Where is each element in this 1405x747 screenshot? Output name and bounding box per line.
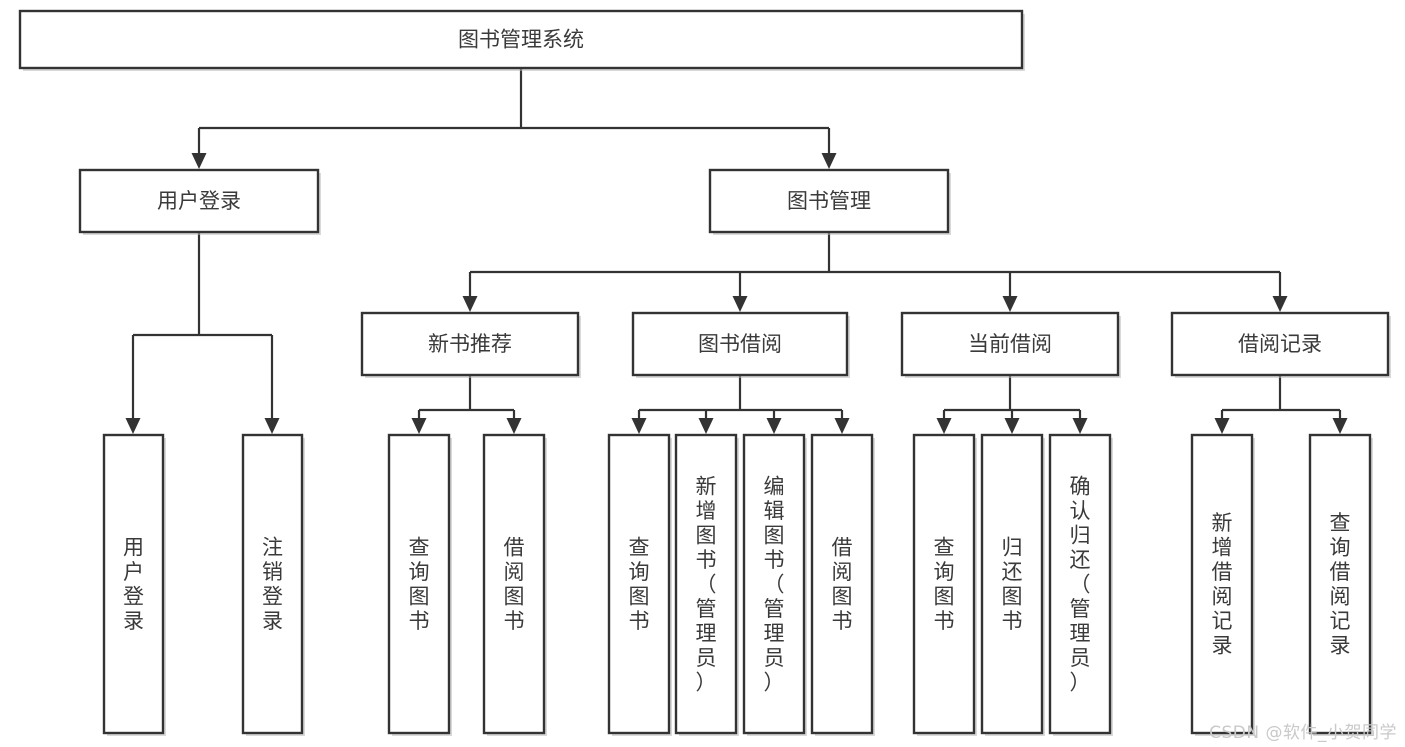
node-leaf-add-book[interactable]: 新增图书（管理员） (674, 433, 739, 736)
node-rect[interactable] (631, 311, 849, 377)
node-new-book-rec[interactable]: 新书推荐 (360, 311, 581, 378)
node-root[interactable]: 图书管理系统 (18, 9, 1025, 71)
node-label: 用户登录 (157, 189, 241, 213)
node-current-borrow[interactable]: 当前借阅 (900, 311, 1121, 378)
node-rect[interactable] (1170, 311, 1390, 377)
node-rect[interactable] (607, 433, 671, 735)
arrow-head-icon (821, 153, 837, 169)
arrow-head-icon (1004, 418, 1020, 434)
node-label: 查询借阅记录 (1330, 511, 1351, 658)
node-leaf-user-login[interactable]: 用户登录 (102, 433, 166, 736)
arrow-head-icon (191, 153, 207, 169)
node-rect[interactable] (900, 311, 1120, 377)
node-label: 查询图书 (629, 536, 650, 634)
node-rect[interactable] (78, 168, 320, 234)
node-rect[interactable] (742, 433, 806, 735)
node-leaf-borrow-book[interactable]: 借阅图书 (810, 433, 875, 736)
arrow-head-icon (462, 296, 478, 312)
node-label: 归还图书 (1002, 536, 1023, 634)
arrow-head-icon (698, 418, 714, 434)
connector-layer (125, 68, 1348, 434)
node-label: 图书借阅 (698, 332, 782, 356)
arrow-head-icon (264, 418, 280, 434)
node-leaf-query-book-new[interactable]: 查询图书 (387, 433, 452, 736)
node-label: 查询图书 (409, 536, 430, 634)
node-rect[interactable] (1048, 433, 1112, 735)
arrow-head-icon (834, 418, 850, 434)
node-leaf-user-logout[interactable]: 注销登录 (241, 433, 305, 736)
node-label: 图书管理 (787, 189, 871, 213)
node-rect[interactable] (241, 433, 304, 735)
node-user-login[interactable]: 用户登录 (78, 168, 321, 235)
node-rect[interactable] (1308, 433, 1372, 735)
node-rect[interactable] (708, 168, 950, 234)
node-label: 图书管理系统 (458, 28, 584, 52)
node-book-manage[interactable]: 图书管理 (708, 168, 951, 235)
node-label: 新增借阅记录 (1212, 511, 1233, 658)
arrow-head-icon (936, 418, 952, 434)
arrow-head-icon (1272, 296, 1288, 312)
node-label: 借阅记录 (1238, 332, 1322, 356)
arrow-head-icon (631, 418, 647, 434)
arrow-head-icon (411, 418, 427, 434)
node-rect[interactable] (360, 311, 580, 377)
node-leaf-edit-book[interactable]: 编辑图书（管理员） (742, 433, 807, 736)
node-rect[interactable] (912, 433, 976, 735)
node-label: 借阅图书 (832, 536, 853, 634)
arrow-head-icon (1332, 418, 1348, 434)
node-label: 查询图书 (934, 536, 955, 634)
node-leaf-query-book-cur[interactable]: 查询图书 (912, 433, 977, 736)
node-rect[interactable] (387, 433, 451, 735)
node-rect[interactable] (810, 433, 874, 735)
arrow-head-icon (125, 418, 141, 434)
node-label: 用户登录 (123, 536, 144, 634)
node-leaf-query-record[interactable]: 查询借阅记录 (1308, 433, 1373, 736)
arrow-head-icon (1072, 418, 1088, 434)
arrow-head-icon (732, 296, 748, 312)
node-leaf-confirm-return[interactable]: 确认归还（管理员） (1048, 433, 1113, 736)
node-label: 借阅图书 (504, 536, 525, 634)
node-label: 编辑图书（管理员） (764, 474, 785, 694)
node-label: 注销登录 (262, 536, 283, 634)
node-label: 新增图书（管理员） (696, 474, 717, 694)
node-layer: 图书管理系统用户登录图书管理新书推荐图书借阅当前借阅借阅记录用户登录注销登录查询… (18, 9, 1391, 736)
node-rect[interactable] (980, 433, 1044, 735)
node-rect[interactable] (674, 433, 738, 735)
node-leaf-return-book[interactable]: 归还图书 (980, 433, 1045, 736)
arrow-head-icon (766, 418, 782, 434)
node-rect[interactable] (18, 9, 1024, 70)
csdn-watermark: CSDN @软件_小贺同学 (1209, 723, 1397, 743)
node-label: 确认归还（管理员） (1070, 474, 1091, 694)
node-leaf-borrow-book-new[interactable]: 借阅图书 (482, 433, 547, 736)
node-rect[interactable] (482, 433, 546, 735)
arrow-head-icon (506, 418, 522, 434)
node-label: 当前借阅 (968, 332, 1052, 356)
arrow-head-icon (1002, 296, 1018, 312)
node-leaf-query-book-borrow[interactable]: 查询图书 (607, 433, 672, 736)
arrow-head-icon (1214, 418, 1230, 434)
node-rect[interactable] (1190, 433, 1254, 735)
node-leaf-add-record[interactable]: 新增借阅记录 (1190, 433, 1255, 736)
node-book-borrow[interactable]: 图书借阅 (631, 311, 850, 378)
node-rect[interactable] (102, 433, 165, 735)
node-borrow-record[interactable]: 借阅记录 (1170, 311, 1391, 378)
node-label: 新书推荐 (428, 332, 512, 356)
